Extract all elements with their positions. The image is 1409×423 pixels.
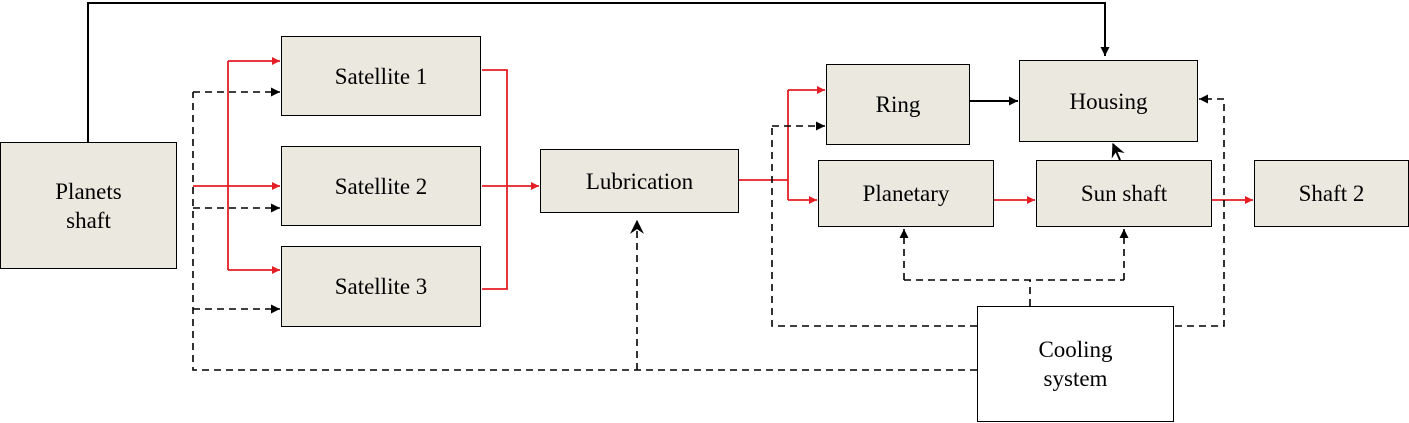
ring-label: Ring [875,92,921,117]
sun-shaft-label: Sun shaft [1080,181,1168,206]
sun-to-housing-line [1111,142,1125,161]
lubrication-label: Lubrication [585,168,694,194]
satellite-2-label: Satellite 2 [334,173,428,199]
node-planetary: Planetary [818,160,994,227]
planets-to-satellites-flow [193,57,280,274]
node-cooling-system: Cooling system [977,306,1174,422]
node-planets-shaft: Planets shaft [0,142,177,269]
shaft-2-label: Shaft 2 [1298,181,1365,206]
planets-shaft-line1: Planets [55,178,122,204]
satellite-1-label: Satellite 1 [334,63,428,89]
cooling-system-line1: Cooling [1038,337,1113,362]
cooling-lines [192,87,1225,371]
node-housing: Housing [1019,60,1198,142]
node-satellite-3: Satellite 3 [281,246,481,327]
node-satellite-1: Satellite 1 [281,36,481,116]
node-lubrication: Lubrication [540,149,739,213]
planets-to-housing-line [87,2,1110,142]
satellite-3-label: Satellite 3 [334,274,428,299]
cooling-system-line2: system [1043,366,1108,391]
node-satellite-2: Satellite 2 [281,146,481,226]
node-ring: Ring [826,64,970,145]
housing-label: Housing [1069,88,1148,114]
node-shaft-2: Shaft 2 [1254,160,1409,227]
lubrication-to-ring-planetary-flow [739,86,1253,204]
planets-shaft-line2: shaft [66,207,111,233]
planetary-label: Planetary [862,181,950,206]
satellites-to-lubrication-flow [482,69,539,290]
node-sun-shaft: Sun shaft [1036,160,1212,227]
